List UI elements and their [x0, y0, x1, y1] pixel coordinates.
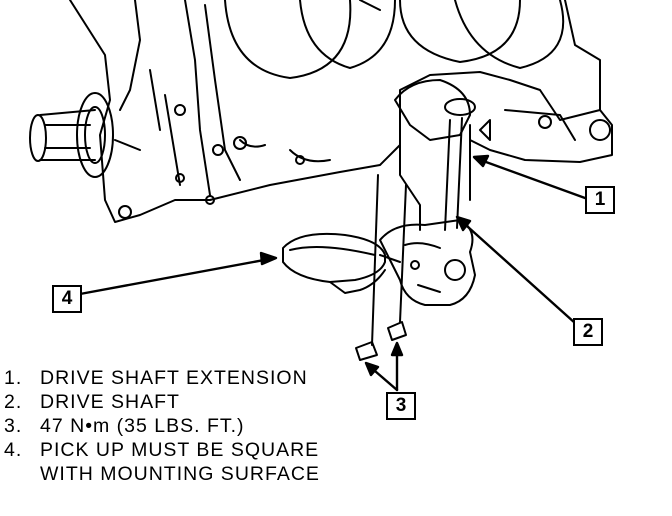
legend-text: PICK UP MUST BE SQUARE: [40, 439, 320, 461]
legend-number: 3.: [4, 415, 23, 437]
crankshaft-stub: [29, 92, 114, 178]
legend-item: 3. 47 N•m (35 LBS. FT.): [4, 414, 320, 438]
legend-number: 2.: [4, 391, 23, 413]
legend-text: WITH MOUNTING SURFACE: [40, 463, 320, 485]
callout-3: 3: [386, 392, 416, 420]
legend-item: 1. DRIVE SHAFT EXTENSION: [4, 366, 320, 390]
oil-pump-assembly: [379, 79, 491, 306]
oil-pickup-screen: [282, 232, 401, 294]
parts-legend: 1. DRIVE SHAFT EXTENSION 2. DRIVE SHAFT 3.…: [4, 366, 320, 486]
legend-text: DRIVE SHAFT EXTENSION: [40, 367, 308, 389]
legend-number: 4.: [4, 439, 23, 461]
legend-number: 1.: [4, 367, 23, 389]
callout-2: 2: [573, 318, 603, 346]
callout-1: 1: [585, 186, 615, 214]
callout-4: 4: [52, 285, 82, 313]
legend-item: 2. DRIVE SHAFT: [4, 390, 320, 414]
legend-text: DRIVE SHAFT: [40, 391, 180, 413]
legend-item-continuation: WITH MOUNTING SURFACE: [4, 462, 320, 486]
legend-text: 47 N•m (35 LBS. FT.): [40, 415, 245, 437]
mounting-bolts: [355, 174, 407, 361]
leader-lines: [78, 154, 587, 392]
legend-item: 4. PICK UP MUST BE SQUARE: [4, 438, 320, 462]
engine-block: [69, 0, 613, 223]
